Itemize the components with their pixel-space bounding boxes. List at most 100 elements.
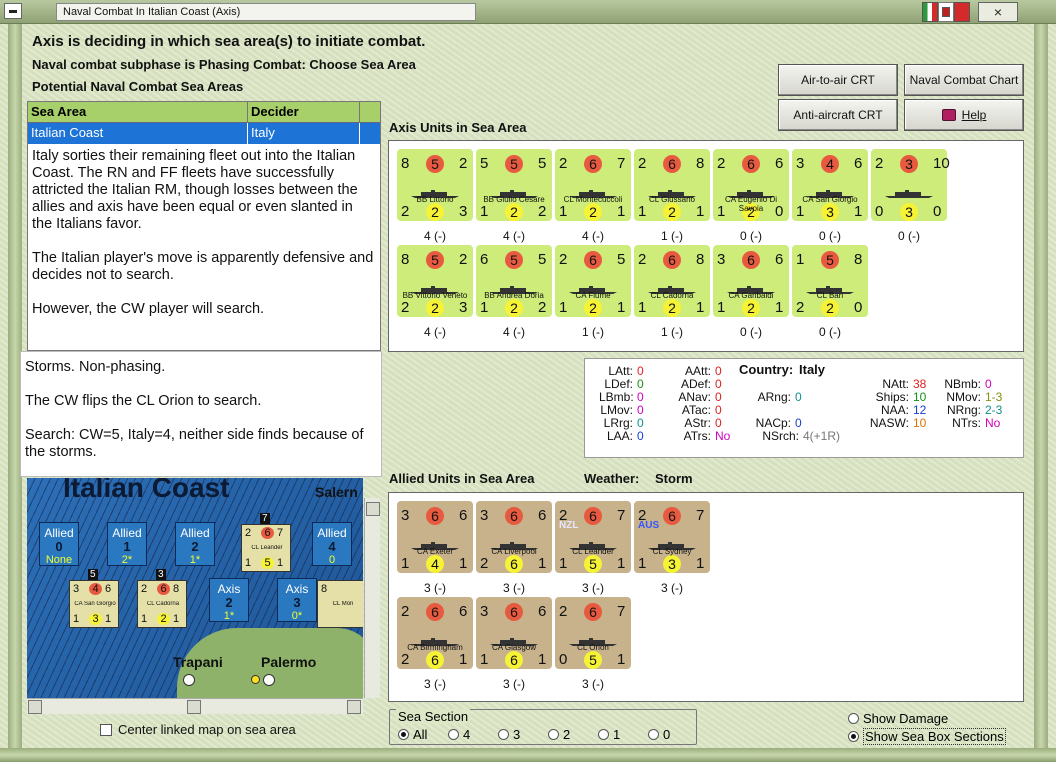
- weather-label: Weather:: [584, 471, 640, 486]
- stack-value: 1: [245, 557, 252, 569]
- unit-value: 1: [617, 651, 626, 668]
- stack-value: 7: [277, 527, 284, 539]
- stat-label: Ships:: [875, 390, 909, 404]
- movement-factor: 3: [900, 203, 918, 221]
- scroll-left-button[interactable]: [28, 700, 42, 714]
- help-button[interactable]: Help: [904, 99, 1024, 131]
- sea-section-option[interactable]: 3: [498, 727, 520, 742]
- box-num: 1: [123, 539, 131, 554]
- box-sub: None: [45, 554, 73, 566]
- notes-panel: Storms. Non-phasing. The CW flips the CL…: [20, 351, 382, 477]
- anti-aircraft-crt-button[interactable]: Anti-aircraft CRT: [778, 99, 898, 131]
- stat-label: ATac:: [681, 403, 711, 417]
- radio-dot[interactable]: [598, 729, 609, 740]
- linked-map[interactable]: Italian Coast Salern Trapani Palermo All…: [27, 478, 363, 698]
- sea-section-option[interactable]: 1: [598, 727, 620, 742]
- sicily-land: [177, 628, 363, 698]
- unit-value: 1: [459, 651, 468, 668]
- radio-dot[interactable]: [498, 729, 509, 740]
- unit-value: 1: [696, 203, 705, 220]
- radio-dot[interactable]: [648, 729, 659, 740]
- scroll-thumb[interactable]: [187, 700, 201, 714]
- stat-label: NTrs:: [952, 416, 981, 430]
- sea-area-panel: Sea Area Decider Italian Coast Italy Ita…: [27, 101, 381, 351]
- movement-factor: 2: [584, 299, 602, 317]
- ship-silhouette-icon: [806, 281, 854, 294]
- scroll-right-button[interactable]: [347, 700, 361, 714]
- radio-dot[interactable]: [848, 731, 859, 742]
- unit-value: 1: [717, 299, 726, 316]
- map-vertical-scrollbar[interactable]: [364, 498, 380, 698]
- stat-label: ATrs:: [683, 429, 711, 443]
- radio-dot[interactable]: [548, 729, 559, 740]
- radio-dot[interactable]: [848, 713, 859, 724]
- table-row[interactable]: Italian Coast Italy: [28, 123, 380, 144]
- col-decider: Decider: [248, 102, 360, 122]
- radio-dot[interactable]: [448, 729, 459, 740]
- sea-section-option[interactable]: 0: [648, 727, 670, 742]
- unit-status: 4 (-): [503, 229, 525, 243]
- movement-factor: 3: [821, 203, 839, 221]
- naval-combat-chart-button[interactable]: Naval Combat Chart: [904, 64, 1024, 96]
- stat-label: NBmb:: [944, 377, 981, 391]
- unit-value: 10: [933, 155, 950, 172]
- stack-value: 6: [261, 527, 274, 539]
- show-damage-option[interactable]: Show Damage: [848, 711, 948, 726]
- unit-value: 2: [480, 555, 489, 572]
- unit-value: 8: [854, 251, 863, 268]
- unit-value: 0: [559, 651, 568, 668]
- air-to-air-crt-button[interactable]: Air-to-air CRT: [778, 64, 898, 96]
- stat-label: NAtt:: [882, 377, 909, 391]
- unit-value: 6: [538, 507, 547, 524]
- system-menu-icon[interactable]: [4, 3, 22, 19]
- sea-section-option[interactable]: 2: [548, 727, 570, 742]
- sea-section-option[interactable]: All: [398, 727, 427, 742]
- center-linked-map-checkbox[interactable]: Center linked map on sea area: [100, 722, 296, 737]
- note-paragraph: The CW flips the CL Orion to search.: [25, 393, 262, 409]
- city-salerno: Salern: [315, 484, 358, 500]
- sea-section-option[interactable]: 4: [448, 727, 470, 742]
- map-horizontal-scrollbar[interactable]: [27, 698, 363, 714]
- unit-status: 3 (-): [661, 581, 683, 595]
- unit-status: 0 (-): [898, 229, 920, 243]
- ship-silhouette-icon: [727, 281, 775, 294]
- stat-label: AAtt:: [684, 364, 711, 378]
- checkbox-box[interactable]: [100, 723, 112, 736]
- scroll-thumb[interactable]: [366, 502, 380, 516]
- radio-dot[interactable]: [398, 729, 409, 740]
- window-frame-bottom: [0, 748, 1056, 762]
- stat-label: LRrg:: [603, 416, 633, 430]
- close-button[interactable]: ×: [978, 2, 1018, 22]
- show-sea-box-sections-option[interactable]: Show Sea Box Sections: [848, 728, 1006, 745]
